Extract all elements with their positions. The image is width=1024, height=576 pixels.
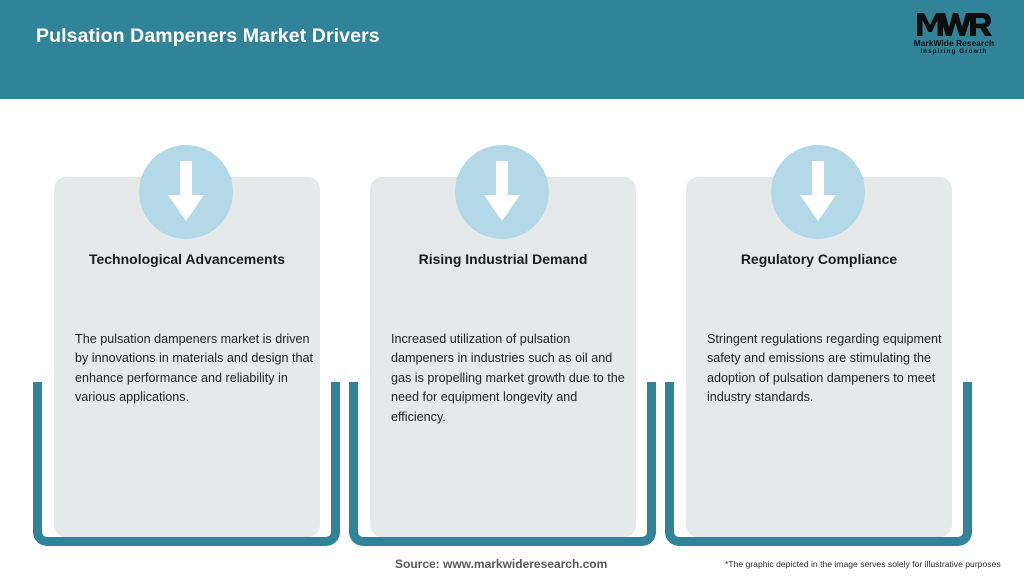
card-heading: Technological Advancements: [88, 251, 286, 267]
header-bar: Pulsation Dampeners Market Drivers MarkW…: [0, 0, 1024, 99]
driver-card[interactable]: Technological Advancements The pulsation…: [33, 99, 340, 576]
down-arrow-icon: [139, 145, 233, 239]
down-arrow-icon: [455, 145, 549, 239]
card-body-text: Stringent regulations regarding equipmen…: [707, 332, 942, 405]
logo-name: MarkWide Research: [913, 38, 995, 48]
card-accent-frame: [33, 382, 340, 546]
logo-tagline: Inspiring Growth: [920, 48, 988, 55]
card-body-text: Increased utilization of pulsation dampe…: [391, 332, 625, 424]
card-body-text: The pulsation dampeners market is driven…: [75, 332, 314, 405]
drivers-card-row: Technological Advancements The pulsation…: [0, 99, 1024, 576]
brand-logo: MarkWide Research Inspiring Growth: [902, 11, 1006, 61]
driver-card[interactable]: Rising Industrial Demand Increased utili…: [349, 99, 656, 576]
down-arrow-icon: [771, 145, 865, 239]
card-heading: Regulatory Compliance: [740, 251, 898, 267]
page-title: Pulsation Dampeners Market Drivers: [36, 25, 380, 47]
card-accent-frame: [349, 382, 656, 546]
driver-card[interactable]: Regulatory Compliance Stringent regulati…: [665, 99, 972, 576]
card-heading: Rising Industrial Demand: [418, 251, 588, 267]
mwr-logo-icon: [902, 11, 1006, 38]
footer-source-text: Source: www.markwideresearch.com: [395, 557, 608, 571]
footer-disclaimer-text: *The graphic depicted in the image serve…: [725, 559, 1001, 569]
card-accent-frame: [665, 382, 972, 546]
